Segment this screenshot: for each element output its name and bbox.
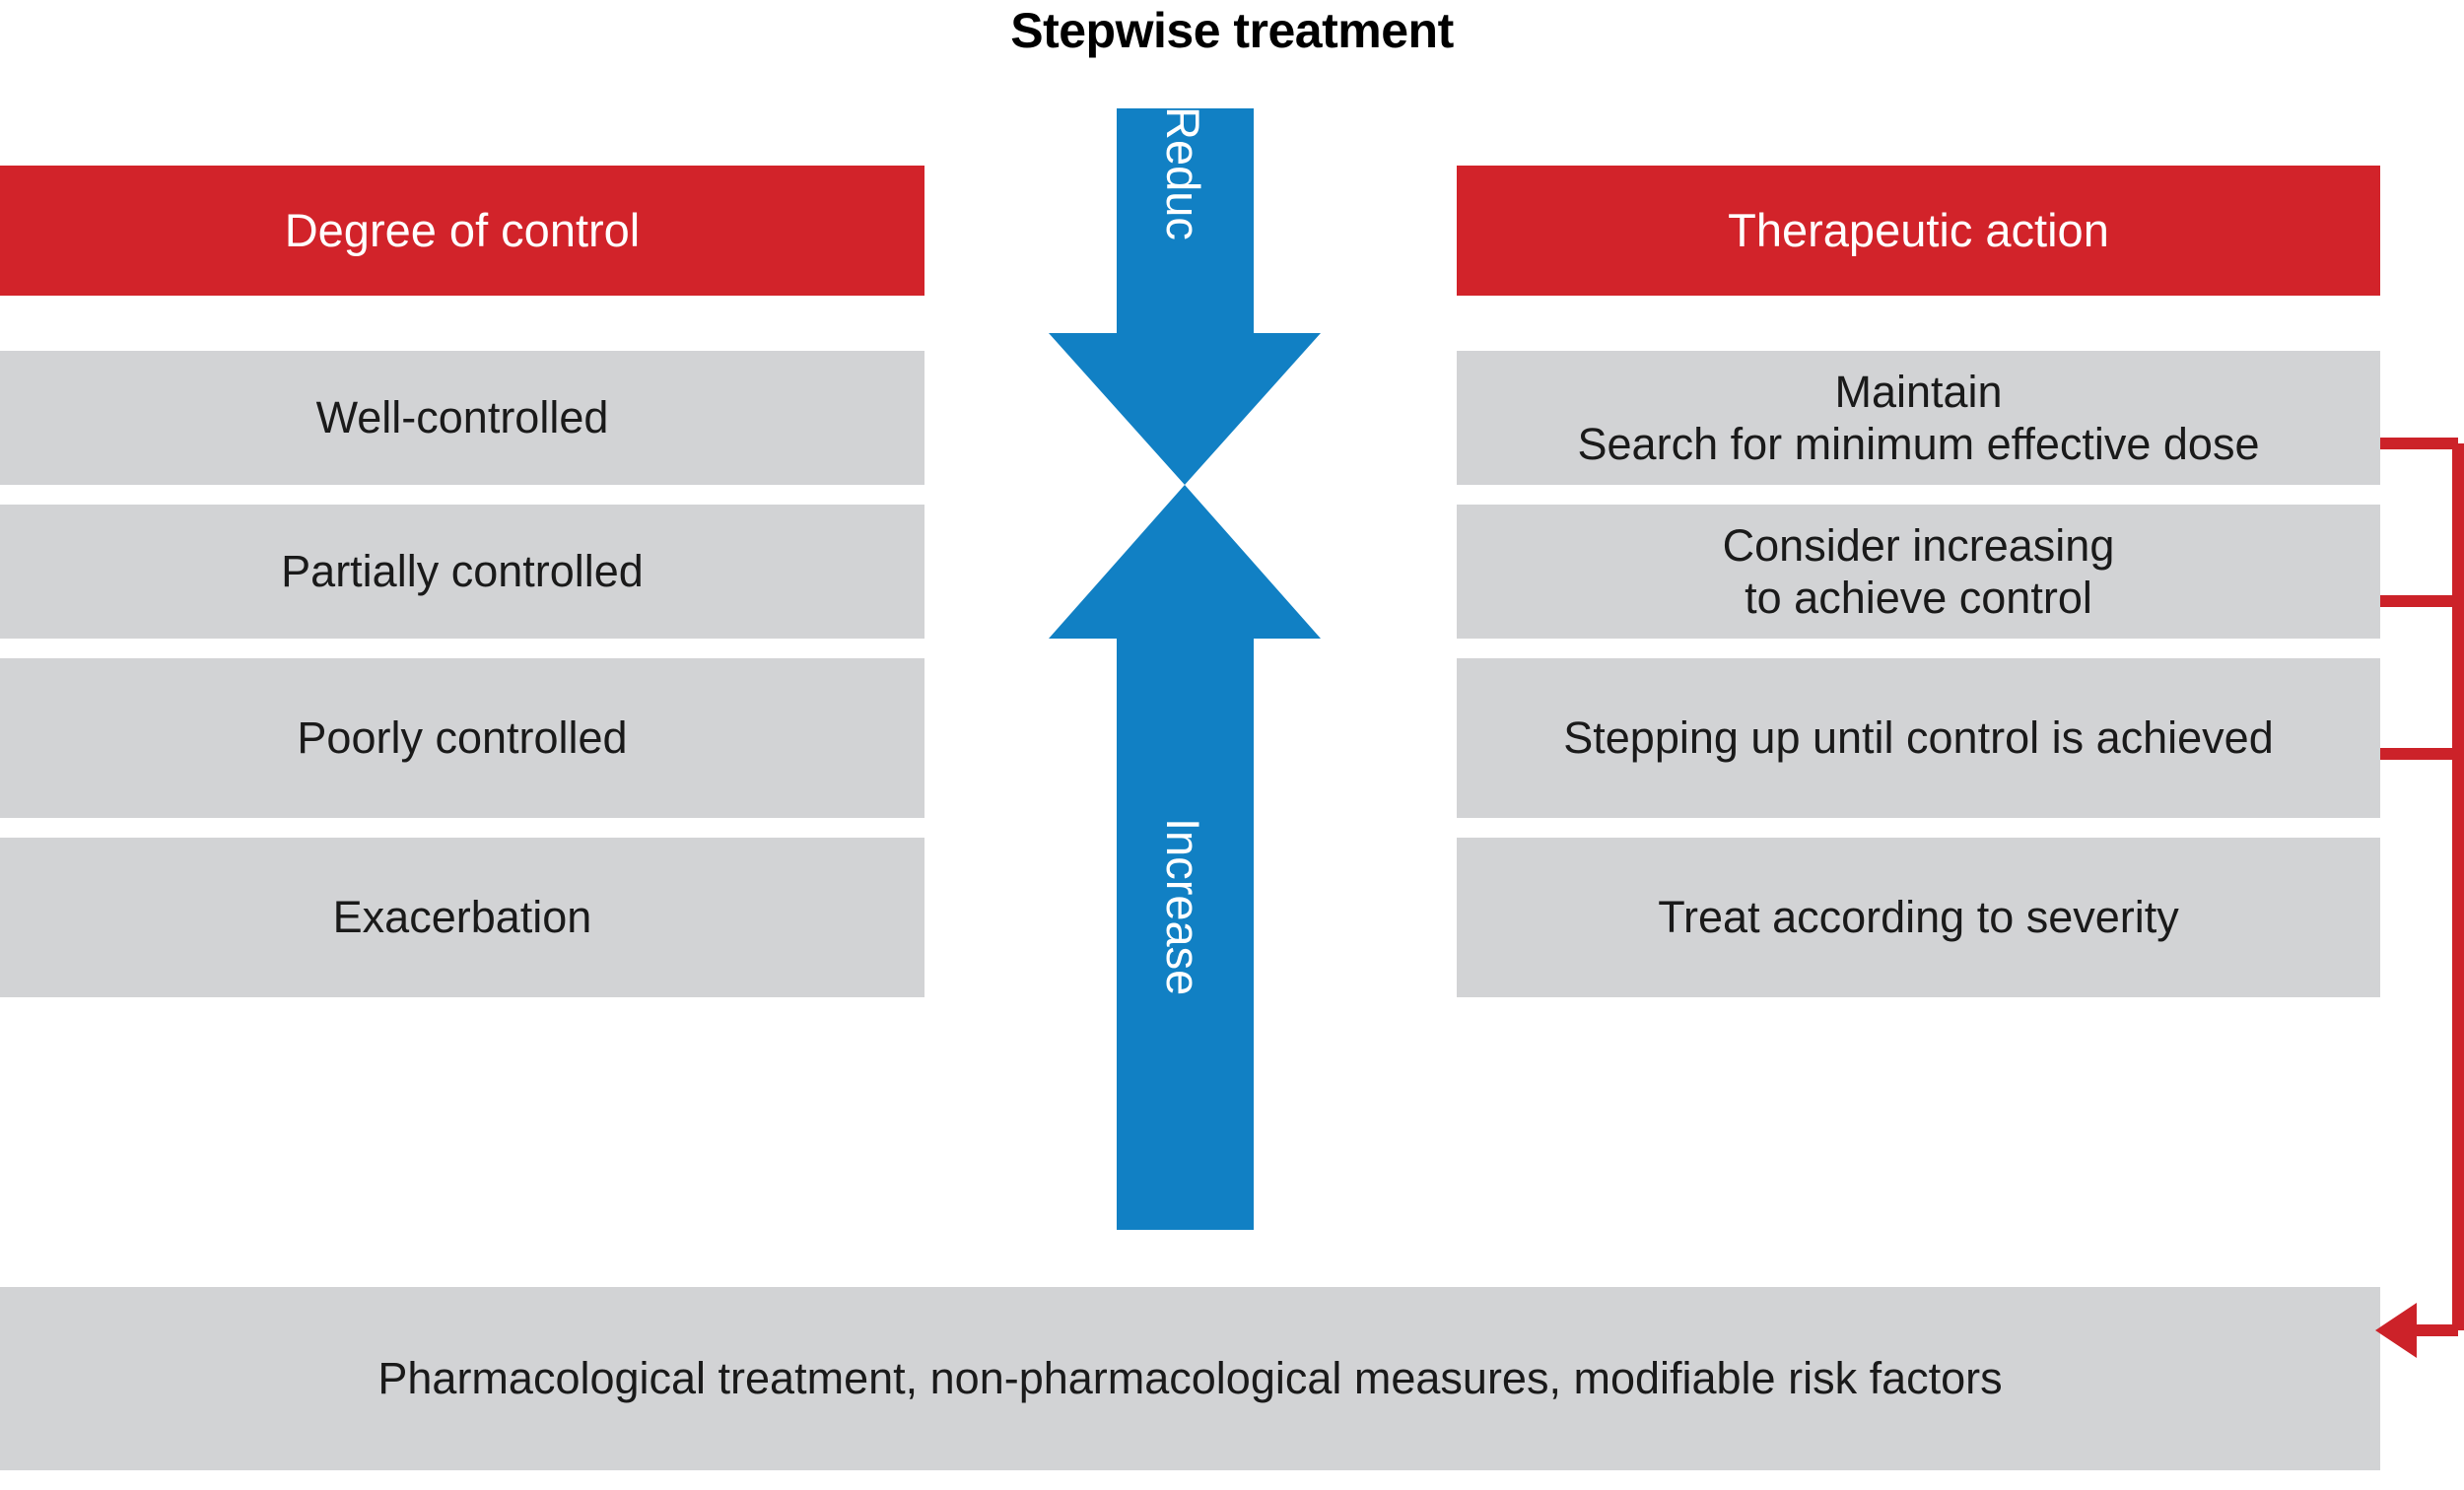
header-degree-of-control: Degree of control — [0, 166, 924, 296]
bracket-svg — [2375, 438, 2464, 1358]
action-line-1: Maintain — [1834, 366, 2003, 417]
header-left-label: Degree of control — [284, 204, 641, 257]
page-title: Stepwise treatment — [1010, 3, 1454, 58]
therapy-bracket — [2365, 414, 2464, 1409]
arrow-up-increase — [1049, 485, 1321, 1230]
row-action-exacerbation: Treat according to severity — [1457, 838, 2380, 997]
control-label: Exacerbation — [332, 892, 592, 943]
row-foundation-measures: Pharmacological treatment, non-pharmacol… — [0, 1287, 2380, 1470]
action-line-2: Search for minimum effective dose — [1577, 419, 2260, 469]
control-label: Partially controlled — [281, 546, 644, 597]
row-action-well-controlled: Maintain Search for minimum effective do… — [1457, 351, 2380, 485]
row-control-exacerbation: Exacerbation — [0, 838, 924, 997]
arrow-up-label: Increase — [1157, 818, 1209, 996]
foundation-label: Pharmacological treatment, non-pharmacol… — [377, 1352, 2003, 1403]
header-therapeutic-action: Therapeutic action — [1457, 166, 2380, 296]
control-label: Well-controlled — [315, 392, 609, 443]
row-action-poorly-controlled: Stepping up until control is achieved — [1457, 658, 2380, 818]
bracket-arrowhead-icon — [2375, 1303, 2417, 1358]
action-line-1: Stepping up until control is achieved — [1563, 712, 2274, 764]
row-action-partially-controlled: Consider increasing to achieve control — [1457, 505, 2380, 639]
header-right-label: Therapeutic action — [1728, 204, 2109, 257]
action-line-1: Treat according to severity — [1658, 892, 2179, 943]
row-control-partially-controlled: Partially controlled — [0, 505, 924, 639]
action-line-2: to achieve control — [1745, 573, 2092, 623]
action-line-1: Consider increasing — [1722, 519, 2115, 571]
arrow-down-label: Reduc — [1157, 106, 1209, 240]
control-label: Poorly controlled — [297, 712, 628, 764]
row-control-well-controlled: Well-controlled — [0, 351, 924, 485]
row-control-poorly-controlled: Poorly controlled — [0, 658, 924, 818]
arrow-down-reduce — [1049, 108, 1321, 485]
